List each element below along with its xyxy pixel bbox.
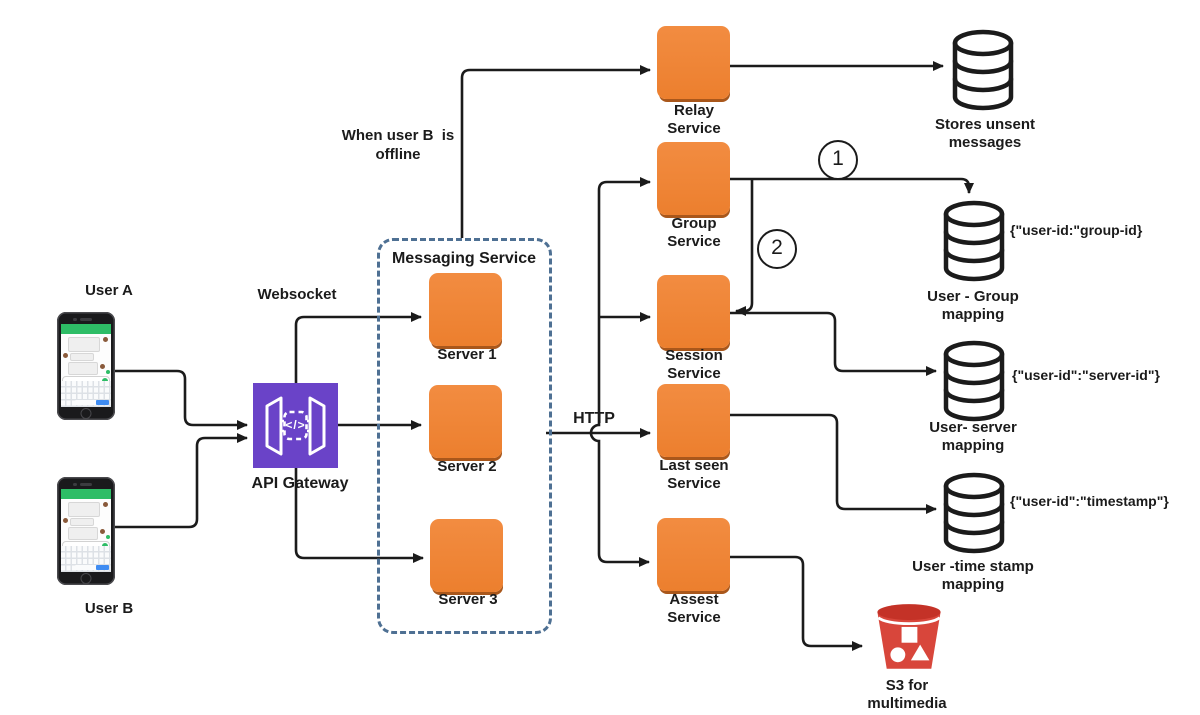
user-group-db-label-2: mapping bbox=[941, 306, 1005, 323]
websocket-label: Websocket bbox=[257, 286, 337, 303]
phone-camera bbox=[73, 482, 77, 486]
wire-session-to-userserver-db bbox=[730, 311, 937, 376]
user-b-label: User B bbox=[84, 600, 134, 617]
user-group-annotation: {"user-id:"group-id} bbox=[1010, 222, 1143, 238]
phone-screen bbox=[61, 489, 111, 572]
asset-service-label-1: Assest bbox=[669, 591, 719, 608]
wire-trunk-to-asset-service bbox=[597, 553, 650, 567]
server-3-label: Server 3 bbox=[438, 591, 498, 608]
wire-group-to-session-service bbox=[735, 179, 754, 316]
messaging-service-title: Messaging Service bbox=[391, 250, 537, 267]
code-brackets-icon: </> bbox=[285, 418, 306, 432]
user-server-db-label-2: mapping bbox=[941, 437, 1005, 454]
unsent-db-label-2: messages bbox=[948, 134, 1022, 151]
s3-bucket-icon bbox=[868, 600, 950, 678]
step-2-badge: 2 bbox=[757, 229, 797, 269]
relay-service-label-1: Relay bbox=[673, 102, 715, 119]
asset-service-node bbox=[657, 518, 730, 591]
user-group-db-label-1: User - Group bbox=[927, 288, 1019, 305]
group-service-node bbox=[657, 142, 730, 215]
wire-asset-to-s3 bbox=[730, 555, 863, 651]
wire-gateway-to-server1 bbox=[294, 312, 422, 383]
wire-user-a-to-gateway bbox=[115, 369, 248, 430]
phone-speaker bbox=[80, 483, 92, 486]
phone-home-button bbox=[80, 572, 92, 584]
user-server-database-icon bbox=[941, 339, 1007, 423]
user-group-database-icon bbox=[941, 199, 1007, 283]
http-label: HTTP bbox=[573, 410, 615, 427]
group-service-label-2: Service bbox=[667, 233, 721, 250]
wire-http-trunk-vertical bbox=[589, 190, 601, 554]
phone-speaker bbox=[80, 318, 92, 321]
last-seen-service-node bbox=[657, 384, 730, 457]
session-service-node bbox=[657, 275, 730, 348]
user-a-phone-icon bbox=[57, 312, 115, 420]
chat-area bbox=[61, 334, 111, 376]
s3-label-1: S3 for bbox=[885, 677, 929, 694]
server-1-node bbox=[429, 273, 502, 346]
offline-note-line1: When user B is bbox=[341, 127, 455, 144]
session-service-label-2: Service bbox=[667, 365, 721, 382]
wire-group-to-usergroup-db bbox=[730, 177, 974, 194]
chat-header-bar bbox=[61, 489, 111, 499]
api-gateway-glyphs bbox=[265, 396, 326, 456]
relay-service-node bbox=[657, 26, 730, 99]
phone-keyboard bbox=[61, 381, 111, 407]
wire-lastseen-to-timestamp-db bbox=[730, 413, 937, 514]
api-gateway-label: API Gateway bbox=[251, 475, 349, 492]
messaging-service-boundary bbox=[377, 238, 552, 634]
session-service-label-1: Session bbox=[665, 347, 723, 364]
server-1-label: Server 1 bbox=[437, 346, 497, 363]
unsent-messages-database-icon bbox=[950, 28, 1016, 112]
phone-screen bbox=[61, 324, 111, 407]
last-seen-service-label-2: Service bbox=[667, 475, 721, 492]
user-timestamp-database-icon bbox=[941, 471, 1007, 555]
chat-area bbox=[61, 499, 111, 541]
s3-label-2: multimedia bbox=[867, 695, 947, 712]
chat-header-bar bbox=[61, 324, 111, 334]
user-timestamp-db-label-1: User -time stamp bbox=[912, 558, 1034, 575]
wire-trunk-to-group-service bbox=[597, 177, 651, 191]
phone-home-button bbox=[80, 407, 92, 419]
user-timestamp-annotation: {"user-id":"timestamp"} bbox=[1010, 493, 1169, 509]
last-seen-service-label-1: Last seen bbox=[659, 457, 729, 474]
offline-note-line2: offline bbox=[375, 146, 421, 163]
step-1-badge: 1 bbox=[818, 140, 858, 180]
server-2-node bbox=[429, 385, 502, 458]
asset-service-label-2: Service bbox=[667, 609, 721, 626]
user-b-phone-icon bbox=[57, 477, 115, 585]
user-a-label: User A bbox=[85, 282, 133, 299]
user-server-db-label-1: User- server bbox=[929, 419, 1017, 436]
wire-offline-to-relay-service bbox=[460, 65, 651, 238]
wire-user-b-to-gateway bbox=[115, 433, 248, 529]
server-2-label: Server 2 bbox=[437, 458, 497, 475]
phone-camera bbox=[73, 317, 77, 321]
group-service-label-1: Group bbox=[671, 215, 717, 232]
wire-gateway-to-server3 bbox=[294, 468, 424, 563]
unsent-db-label-1: Stores unsent bbox=[934, 116, 1036, 133]
relay-service-label-2: Service bbox=[667, 120, 721, 137]
server-3-node bbox=[430, 519, 503, 592]
phone-keyboard bbox=[61, 546, 111, 572]
user-timestamp-db-label-2: mapping bbox=[941, 576, 1005, 593]
api-gateway-icon: </> bbox=[253, 383, 338, 468]
user-server-annotation: {"user-id":"server-id"} bbox=[1012, 367, 1160, 383]
